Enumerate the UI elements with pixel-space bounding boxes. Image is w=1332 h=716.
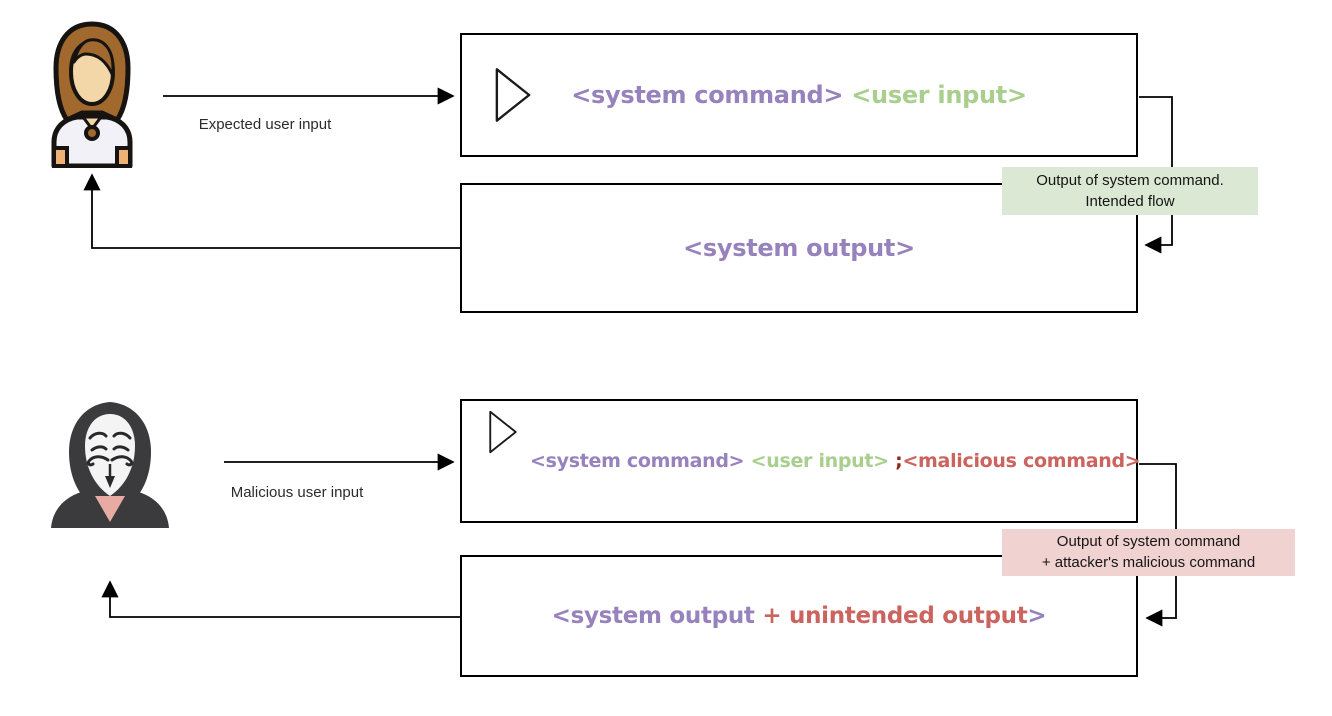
system-output-text: <system output> bbox=[683, 234, 915, 262]
malicious-output-text: <system output + unintended output> bbox=[552, 603, 1047, 629]
intended-output-text: <system output> bbox=[683, 234, 915, 262]
intended-flow-note: Output of system command. Intended flow bbox=[1002, 167, 1258, 215]
system-command-text: <system command> bbox=[571, 81, 844, 109]
hacker-avatar-icon bbox=[45, 400, 175, 528]
play-triangle-icon bbox=[494, 66, 532, 124]
label-expected-user-input: Expected user input bbox=[198, 116, 332, 133]
note-line-2: Intended flow bbox=[1085, 193, 1175, 210]
system-output-text: <system output bbox=[551, 603, 755, 629]
intended-output-box: <system output> bbox=[460, 183, 1138, 313]
play-triangle-icon bbox=[488, 403, 518, 461]
malicious-output-box: <system output + unintended output> bbox=[460, 555, 1138, 677]
closing-bracket-text: > bbox=[1027, 603, 1047, 629]
note-line-1: Output of system command. bbox=[1036, 172, 1224, 189]
arrow-malicious-return-to-attacker bbox=[101, 580, 460, 618]
malicious-command-box: <system command> <user input> ;<maliciou… bbox=[460, 399, 1141, 523]
user-input-text: <user input> bbox=[843, 81, 1027, 109]
note-line-2: + attacker's malicious command bbox=[1041, 554, 1256, 571]
user-avatar-icon bbox=[46, 20, 138, 169]
label-malicious-user-input: Malicious user input bbox=[230, 484, 364, 501]
user-input-text: <user input> bbox=[744, 450, 890, 472]
note-line-1: Output of system command bbox=[1056, 533, 1241, 550]
malicious-command-text: <system command> <user input> ;<maliciou… bbox=[530, 450, 1141, 472]
malicious-flow-note: Output of system command + attacker's ma… bbox=[1002, 529, 1295, 576]
intended-command-text: <system command> <user input> bbox=[571, 81, 1027, 109]
malicious-command-segment-text: <malicious command> bbox=[902, 450, 1141, 472]
system-command-text: <system command> bbox=[530, 450, 745, 472]
intended-command-box: <system command> <user input> bbox=[460, 33, 1138, 157]
unintended-output-text: + unintended output bbox=[754, 603, 1028, 629]
arrow-intended-return-to-user bbox=[83, 173, 460, 249]
semicolon-text: ; bbox=[888, 450, 903, 472]
